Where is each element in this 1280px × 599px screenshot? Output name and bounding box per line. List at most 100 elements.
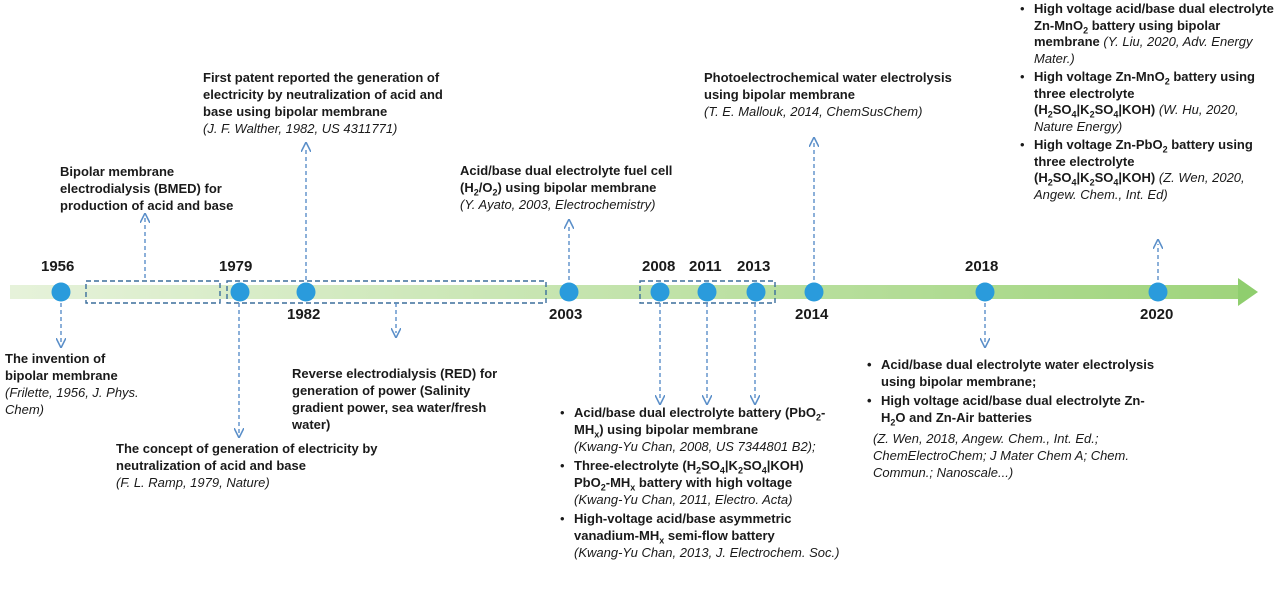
- sub-4: 4: [1113, 177, 1119, 188]
- node-2018: [975, 282, 995, 302]
- node-2020: [1148, 282, 1168, 302]
- sub-4: 4: [761, 465, 767, 476]
- text: ) using bipolar membrane: [599, 422, 759, 437]
- list-item-2018-1: Acid/base dual electrolyte water electro…: [867, 356, 1157, 390]
- sub-2: 2: [1083, 25, 1089, 36]
- list-item-2008: Acid/base dual electrolyte battery (PbO2…: [560, 404, 840, 455]
- list-item-2013: High-voltage acid/base asymmetric vanadi…: [560, 510, 840, 561]
- text: |KOH): [1118, 102, 1156, 117]
- year-label-2013: 2013: [737, 258, 771, 275]
- event-1956-ref: (Frilette, 1956, J. Phys. Chem): [5, 385, 139, 417]
- sub-2: 2: [1164, 76, 1170, 87]
- node-1979: [230, 282, 250, 302]
- text: (H: [1034, 170, 1048, 185]
- text: High voltage Zn-PbO: [1034, 137, 1163, 152]
- text: SO: [1094, 170, 1114, 185]
- sub-2: 2: [1047, 109, 1053, 120]
- text: battery using bipolar membrane: [1034, 17, 1221, 50]
- text: SO: [742, 458, 762, 473]
- node-2003: [559, 282, 579, 302]
- ref-2020-1: (Y. Liu, 2020, Adv. Energy Mater.): [1034, 34, 1253, 66]
- list-item-2018-2: High voltage acid/base dual electrolyte …: [867, 392, 1157, 428]
- year-label-2008: 2008: [642, 258, 676, 275]
- node-1956: [51, 282, 71, 302]
- timeline-axis-arrowhead: [1238, 278, 1258, 306]
- event-1956-title: The invention of bipolar membrane: [5, 351, 118, 383]
- event-1982-title: First patent reported the generation of …: [203, 70, 443, 119]
- year-label-1956: 1956: [41, 258, 75, 275]
- year-label-2014: 2014: [795, 306, 829, 323]
- year-label-1979: 1979: [219, 258, 253, 275]
- year-label-2003: 2003: [549, 306, 583, 323]
- event-2003-formula-h: (H: [460, 180, 474, 195]
- text: battery with high voltage: [635, 475, 793, 490]
- event-1956: The invention of bipolar membrane (Frile…: [5, 350, 145, 418]
- text: PbO: [574, 475, 601, 490]
- sub-2: 2: [473, 187, 479, 198]
- text: High voltage Zn-MnO: [1034, 69, 1165, 84]
- text: Acid/base dual electrolyte battery (PbO: [574, 405, 817, 420]
- text: |KOH): [766, 458, 804, 473]
- text: |KOH): [1118, 170, 1156, 185]
- text: battery using three electrolyte: [1034, 69, 1255, 101]
- sub-2: 2: [1089, 177, 1095, 188]
- timeline-axis: [10, 285, 1240, 299]
- ref-2008: (Kwang-Yu Chan, 2008, US 7344801 B2);: [574, 439, 816, 454]
- text: |K: [724, 458, 738, 473]
- event-1982-ref: (J. F. Walther, 1982, US 4311771): [203, 121, 398, 136]
- node-2008: [650, 282, 670, 302]
- event-2003-ref: (Y. Ayato, 2003, Electrochemistry): [460, 197, 656, 212]
- event-2003-title-line2: ) using bipolar membrane: [497, 180, 657, 195]
- sub-4: 4: [1071, 177, 1077, 188]
- text: -MH: [574, 405, 826, 437]
- sub-4: 4: [1113, 109, 1119, 120]
- event-2014-ref: (T. E. Mallouk, 2014, ChemSusChem): [704, 104, 923, 119]
- event-2014-title: Photoelectrochemical water electrolysis …: [704, 70, 952, 102]
- sub-2: 2: [492, 187, 498, 198]
- event-2008-2013: Acid/base dual electrolyte battery (PbO 2…: [560, 404, 840, 563]
- event-2018-ref: (Z. Wen, 2018, Angew. Chem., Int. Ed.; C…: [873, 431, 1129, 480]
- sub-2: 2: [1162, 144, 1168, 155]
- event-2003-title-line1: Acid/base dual electrolyte fuel cell: [460, 163, 673, 178]
- text: -MH: [605, 475, 631, 490]
- text: SO: [1052, 102, 1072, 117]
- sub-4: 4: [719, 465, 725, 476]
- text: O and Zn-Air batteries: [895, 410, 1032, 425]
- event-1979-ref: (F. L. Ramp, 1979, Nature): [116, 475, 270, 490]
- node-2013: [746, 282, 766, 302]
- year-label-2018: 2018: [965, 258, 999, 275]
- list-item-2020-1: High voltage acid/base dual electrolyte …: [1020, 1, 1280, 67]
- year-label-1982: 1982: [287, 306, 321, 323]
- node-2011: [697, 282, 717, 302]
- sub-2: 2: [1089, 109, 1095, 120]
- sub-x: x: [659, 535, 665, 546]
- sub-2: 2: [737, 465, 743, 476]
- event-1979: The concept of generation of electricity…: [116, 440, 396, 491]
- text: SO: [1094, 102, 1114, 117]
- event-2014: Photoelectrochemical water electrolysis …: [704, 69, 984, 120]
- node-1982: [296, 282, 316, 302]
- sub-2: 2: [890, 417, 896, 428]
- event-1979-title: The concept of generation of electricity…: [116, 441, 378, 473]
- text: SO: [701, 458, 720, 473]
- text: (H: [1034, 102, 1048, 117]
- sub-x: x: [594, 429, 600, 440]
- year-label-2020: 2020: [1140, 306, 1174, 323]
- ref-2011: (Kwang-Yu Chan, 2011, Electro. Acta): [574, 492, 793, 507]
- sub-2: 2: [696, 465, 702, 476]
- text: |K: [1076, 102, 1090, 117]
- text: High-voltage acid/base asymmetric vanadi…: [574, 511, 792, 543]
- text: High voltage acid/base dual electrolyte …: [1034, 1, 1274, 33]
- red-range-box: [226, 280, 547, 304]
- list-item-2011: Three-electrolyte (H2SO4|K2SO4|KOH)PbO2-…: [560, 457, 840, 508]
- text: semi-flow battery: [664, 528, 775, 543]
- ref-2020-3: (Z. Wen, 2020, Angew. Chem., Int. Ed): [1034, 170, 1245, 202]
- text: |K: [1076, 170, 1090, 185]
- text: High voltage acid/base dual electrolyte …: [881, 393, 1145, 425]
- event-2018: Acid/base dual electrolyte water electro…: [867, 356, 1157, 481]
- event-2003-title: Acid/base dual electrolyte fuel cell (H2…: [460, 162, 710, 198]
- list-item-2020-3: High voltage Zn-PbO2 battery using three…: [1020, 137, 1280, 203]
- list-item-2020-2: High voltage Zn-MnO2 battery using three…: [1020, 69, 1280, 135]
- sub-4: 4: [1071, 109, 1077, 120]
